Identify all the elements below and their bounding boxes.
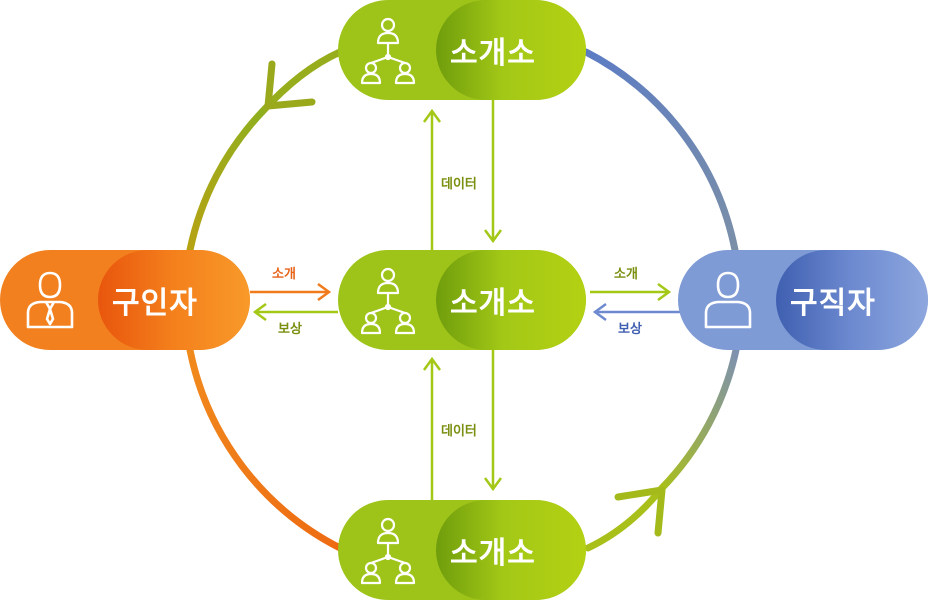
network-people-icon: [338, 0, 438, 100]
node-agency-top-body: 소개소: [436, 0, 586, 100]
cycle-arc-bottom-right: [658, 346, 740, 492]
node-agency-center-body: 소개소: [436, 250, 586, 350]
node-seeker-label: 구직자: [790, 286, 876, 321]
node-agency-center-label: 소개소: [450, 286, 536, 321]
cycle-arc-top-right: [582, 48, 739, 254]
person-icon: [678, 250, 778, 350]
node-agency-bottom-label: 소개소: [450, 536, 536, 571]
node-agency-top: 소개소: [338, 0, 586, 100]
edge-label-center-to-seeker: 소개: [614, 267, 638, 282]
node-employer-body: 구인자: [98, 250, 250, 350]
edge-label-seeker-to-center: 보상: [618, 322, 642, 337]
node-employer-label: 구인자: [112, 286, 198, 321]
node-employer: 구인자: [0, 250, 250, 350]
node-seeker-body: 구직자: [776, 250, 928, 350]
node-agency-bottom-body: 소개소: [436, 500, 586, 600]
node-seeker: 구직자: [678, 250, 928, 350]
edge-label-employer-to-center: 소개: [272, 267, 296, 282]
network-people-icon: [338, 250, 438, 350]
node-agency-bottom: 소개소: [338, 500, 586, 600]
cycle-arc-bottom-right-tail: [584, 484, 666, 552]
cycle-arc-top-left-lower: [186, 108, 266, 254]
network-people-icon: [338, 500, 438, 600]
node-agency-top-label: 소개소: [450, 36, 536, 71]
edge-label-top-data: 데이터: [441, 177, 477, 192]
cycle-arrowhead-bottom-right: [614, 486, 666, 537]
node-agency-center: 소개소: [338, 250, 586, 350]
cycle-arc-bottom-left: [186, 346, 344, 552]
cycle-arrowhead-top-left: [264, 60, 316, 110]
edge-label-bottom-data: 데이터: [441, 424, 477, 439]
person-tie-icon: [0, 250, 100, 350]
edge-label-center-to-employer: 보상: [278, 322, 302, 337]
